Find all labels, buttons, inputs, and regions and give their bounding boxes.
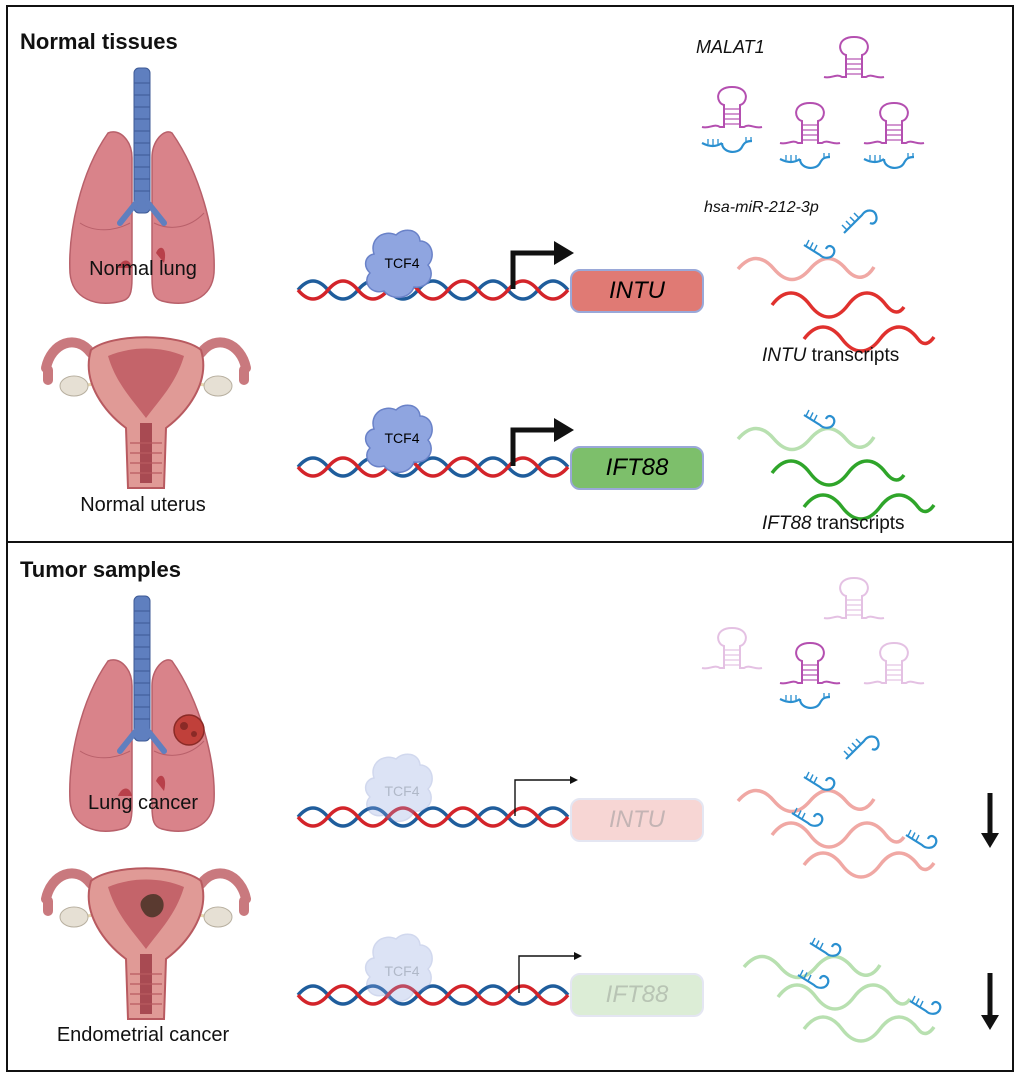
tcf4-label: TCF4: [384, 255, 420, 271]
tcf4-label: TCF4: [384, 430, 420, 446]
intu-transcripts-icon: [736, 770, 938, 879]
dna-helix-ift88: [296, 984, 570, 1006]
panel-title: Tumor samples: [20, 557, 181, 582]
malat1-label: MALAT1: [696, 37, 765, 57]
gene-box-ift88: IFT88: [570, 446, 704, 490]
intu-transcripts-icon: [736, 238, 936, 353]
gene-label: IFT88: [605, 454, 669, 481]
tumor-icon: [173, 714, 205, 746]
promoter-arrow-icon: [510, 250, 558, 289]
mirna-icon: [842, 735, 880, 761]
gene-box-intu: INTU: [570, 269, 704, 313]
normal-tissues-panel: Normal tissues: [6, 5, 1014, 543]
panel-title: Normal tissues: [20, 29, 178, 54]
organ-label-lung: Normal lung: [89, 258, 197, 280]
organ-label-uterus: Normal uterus: [80, 494, 206, 516]
tumor-samples-illustration: [8, 577, 999, 1043]
organ-label-lung: Lung cancer: [87, 792, 199, 814]
tcf4-label: TCF4: [384, 783, 420, 799]
tumor-icon: [140, 893, 164, 918]
gene-label: IFT88: [605, 981, 669, 1008]
normal-tissues-illustration: [8, 36, 936, 521]
mirna-icon: [840, 209, 878, 235]
ift88-transcripts-icon: [736, 408, 936, 521]
dna-helix-ift88: [296, 456, 570, 478]
transcripts-label: IFT88 transcripts: [762, 513, 905, 534]
tumor-samples-panel: Tumor samples: [6, 541, 1014, 1072]
tcf4-label: TCF4: [384, 963, 420, 979]
gene-label: INTU: [609, 277, 665, 304]
promoter-arrow-icon: [518, 955, 574, 993]
promoter-arrow-icon: [514, 779, 570, 816]
promoter-arrow-icon: [510, 427, 558, 466]
gene-box-ift88: IFT88: [570, 973, 704, 1017]
ift88-transcripts-icon: [742, 936, 942, 1043]
organ-label-uterus: Endometrial cancer: [56, 1024, 230, 1046]
malat1-icon: [779, 642, 841, 685]
endometrial-cancer-illustration: [46, 868, 246, 1019]
malat1-icon-faded: [701, 577, 925, 685]
dna-helix-intu: [296, 279, 570, 301]
normal-uterus-illustration: [46, 337, 246, 488]
mirna-label: hsa-miR-212-3p: [704, 199, 819, 216]
gene-label: INTU: [609, 806, 665, 833]
transcripts-label: INTU transcripts: [762, 345, 900, 366]
dna-helix-intu: [296, 806, 570, 828]
gene-box-intu: INTU: [570, 798, 704, 842]
